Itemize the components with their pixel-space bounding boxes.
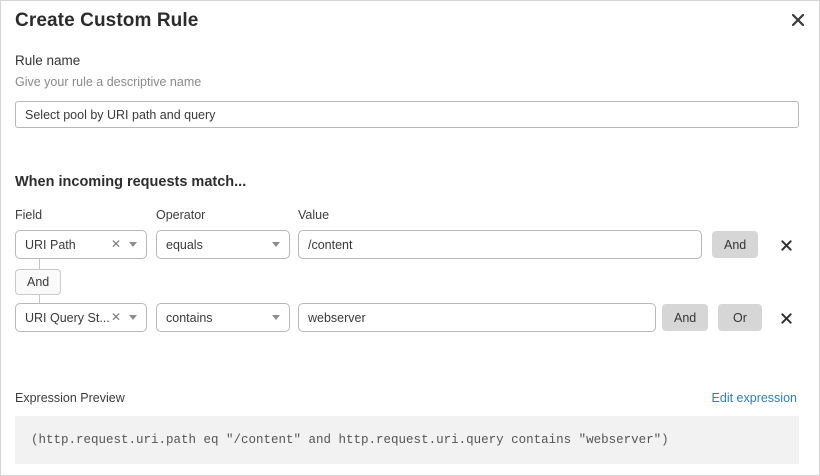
rule-name-input[interactable] [15, 101, 799, 128]
and-button-0[interactable]: And [712, 231, 759, 258]
match-section-heading: When incoming requests match... [15, 174, 247, 190]
column-header-operator: Operator [156, 208, 206, 222]
column-header-value: Value [298, 208, 330, 222]
close-icon [791, 13, 805, 27]
delete-condition-button-1[interactable] [775, 306, 797, 330]
rule-name-label: Rule name [15, 53, 81, 68]
expression-preview-label: Expression Preview [15, 391, 125, 405]
expression-preview-text: (http.request.uri.path eq "/content" and… [31, 433, 669, 447]
page-title: Create Custom Rule [15, 10, 199, 31]
rule-name-help-text: Give your rule a descriptive name [15, 75, 202, 89]
operator-select-1[interactable]: contains [156, 303, 290, 332]
value-input-1[interactable] [298, 303, 656, 332]
close-small-icon[interactable]: ✕ [110, 310, 121, 324]
connector-line-top [39, 259, 40, 269]
delete-condition-button-0[interactable] [775, 233, 797, 257]
expression-preview-box: (http.request.uri.path eq "/content" and… [15, 416, 799, 464]
connector-line-bottom [39, 295, 40, 305]
operator-select-value-1: contains [166, 310, 213, 325]
or-button-1[interactable]: Or [718, 304, 762, 331]
value-input-0[interactable] [298, 230, 702, 259]
close-small-icon[interactable]: ✕ [110, 237, 121, 251]
chevron-down-icon[interactable] [270, 315, 289, 320]
connector-and-button[interactable]: And [15, 269, 62, 295]
field-select-1[interactable]: URI Query St... ✕ [15, 303, 147, 332]
close-icon [780, 312, 792, 324]
close-dialog-button[interactable] [785, 7, 811, 33]
chevron-down-icon[interactable] [127, 242, 146, 247]
close-icon [780, 239, 792, 251]
and-button-1[interactable]: And [662, 304, 709, 331]
field-select-0[interactable]: URI Path ✕ [15, 230, 147, 259]
edit-expression-link[interactable]: Edit expression [711, 391, 797, 405]
field-select-value-1: URI Query St... [25, 310, 109, 325]
column-header-field: Field [15, 208, 43, 222]
chevron-down-icon[interactable] [127, 315, 146, 320]
field-select-value-0: URI Path [25, 237, 76, 252]
operator-select-0[interactable]: equals [156, 230, 290, 259]
operator-select-value-0: equals [166, 237, 203, 252]
logic-connector: And [15, 259, 75, 305]
chevron-down-icon[interactable] [270, 242, 289, 247]
